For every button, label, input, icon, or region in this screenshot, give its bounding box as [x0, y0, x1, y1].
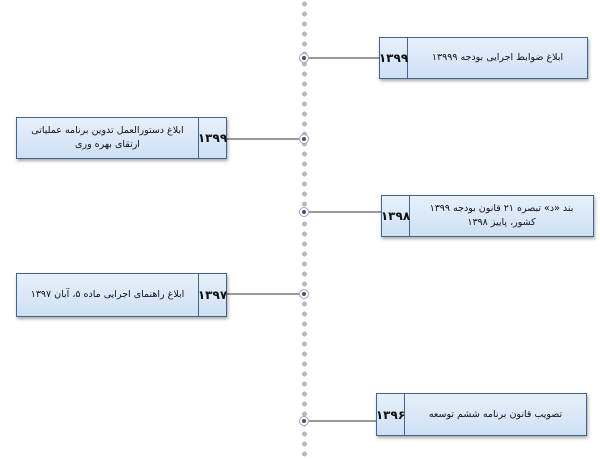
event-label: بند «د» تبصره ۲۱ قانون بودجه ۱۳۹۹ کشور، …: [429, 203, 574, 228]
event-year: ۱۳۹۹: [379, 38, 408, 78]
timeline-node: [299, 134, 309, 144]
event-label: ابلاغ دستورالعمل تدوین برنامه عملیاتی ار…: [31, 125, 184, 150]
event-year: ۱۳۹۶: [376, 394, 405, 435]
event-year: ۱۳۹۹: [198, 118, 227, 158]
event-label: ابلاغ راهنمای اجرایی ماده ۵، آبان ۱۳۹۷: [30, 289, 185, 300]
timeline-connector: [309, 57, 379, 59]
event-label: ابلاغ ضوابط اجرایی بودجه ۱۳۹۹۹: [431, 52, 564, 63]
timeline-event-card: ۱۳۹۸ بند «د» تبصره ۲۱ قانون بودجه ۱۳۹۹ ک…: [381, 195, 594, 237]
event-year: ۱۳۹۷: [198, 274, 227, 316]
timeline-spine: [302, 0, 307, 459]
timeline-event-card: ابلاغ راهنمای اجرایی ماده ۵، آبان ۱۳۹۷ ۱…: [16, 273, 227, 317]
timeline-node: [299, 416, 309, 426]
timeline-connector: [227, 138, 299, 140]
timeline-node: [299, 207, 309, 217]
event-year: ۱۳۹۸: [381, 196, 410, 236]
timeline-node: [299, 53, 309, 63]
timeline-connector: [309, 211, 381, 213]
timeline-event-card: ۱۳۹۶ تصویب قانون برنامه ششم توسعه: [376, 393, 587, 436]
timeline-connector: [227, 293, 299, 295]
timeline-event-card: ابلاغ دستورالعمل تدوین برنامه عملیاتی ار…: [16, 117, 227, 159]
timeline-connector: [309, 420, 376, 422]
event-label: تصویب قانون برنامه ششم توسعه: [428, 408, 563, 420]
timeline-node: [299, 289, 309, 299]
timeline-event-card: ۱۳۹۹ ابلاغ ضوابط اجرایی بودجه ۱۳۹۹۹: [379, 37, 588, 79]
